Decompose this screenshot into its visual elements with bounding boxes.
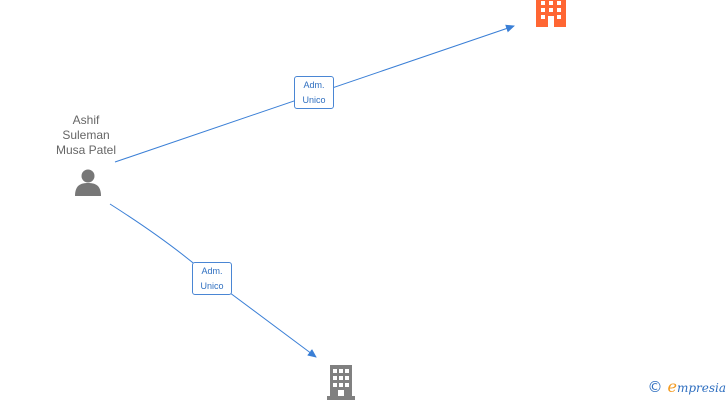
- person-icon[interactable]: [73, 168, 103, 198]
- person-name-line: Musa Patel: [55, 143, 117, 157]
- building-icon[interactable]: [535, 0, 567, 27]
- empresia-watermark: © e mpresia: [647, 377, 726, 396]
- empresia-logo: e mpresia: [667, 377, 726, 396]
- person-name-line: Suleman: [62, 128, 110, 142]
- edge-label-line: Unico: [200, 281, 224, 291]
- edge-label-company-2[interactable]: Adm. Unico: [192, 262, 232, 295]
- copyright-icon: ©: [647, 377, 663, 396]
- person-name: Ashif Suleman Musa Patel: [40, 113, 132, 158]
- empresia-logo-initial: e: [667, 377, 677, 396]
- person-name-line: Ashif: [72, 113, 100, 127]
- edge-label-company-1[interactable]: Adm. Unico: [294, 76, 334, 109]
- empresia-logo-text: mpresia: [676, 381, 726, 395]
- edge-label-line: Adm.: [201, 266, 223, 276]
- edge-label-line: Unico: [302, 95, 326, 105]
- edge-label-line: Adm.: [303, 80, 325, 90]
- building-icon[interactable]: [325, 365, 357, 400]
